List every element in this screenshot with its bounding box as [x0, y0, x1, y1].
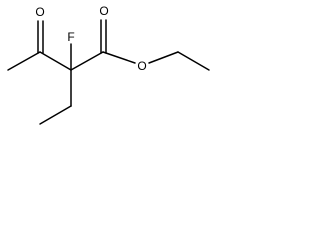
structure-canvas: O F O O — [0, 0, 216, 134]
bond-methyl-to-ketone-carbon — [7, 51, 41, 71]
bond-ester-carbon-to-oxygen — [102, 51, 136, 64]
bond-ketone-to-quaternary — [39, 51, 72, 71]
bond-oxygen-to-ethyl-ch2 — [148, 51, 179, 64]
bond-side-ethyl-ch2-to-ch3 — [39, 105, 72, 125]
molecule-drawing: O F O O — [7, 4, 210, 125]
bond-ethyl-ch2-to-ch3 — [177, 51, 210, 71]
fluorine-label: F — [67, 30, 74, 44]
bond-quaternary-to-ester-carbon — [70, 51, 104, 71]
ester-oxygen-label: O — [137, 59, 146, 73]
ketone-oxygen-label: O — [35, 5, 44, 19]
ester-carbonyl-oxygen-label: O — [99, 4, 108, 18]
